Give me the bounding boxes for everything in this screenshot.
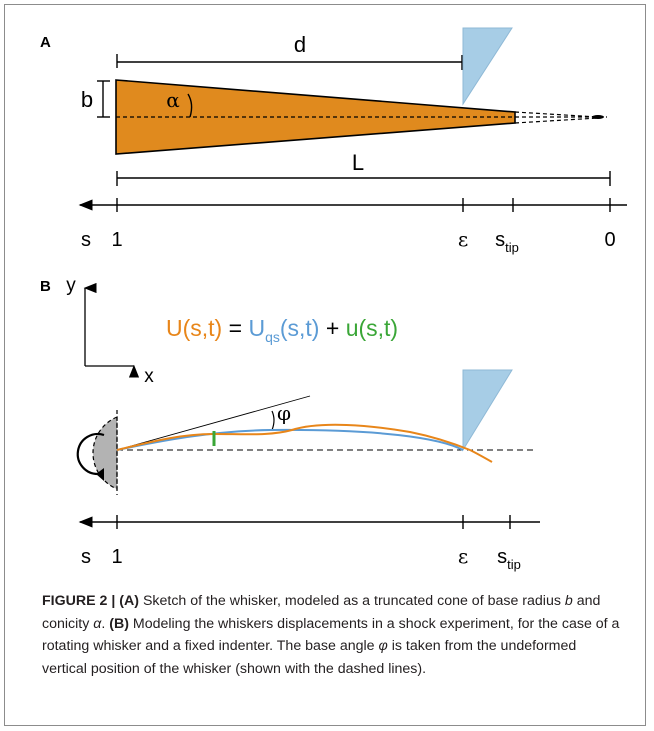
panel-b-label: B — [40, 278, 51, 295]
phi-arc — [271, 410, 275, 431]
caption-text-2: and conicity — [42, 593, 601, 632]
L-label: L — [352, 150, 364, 175]
whisker-tip-extension — [514, 111, 607, 124]
dimension-d: d — [116, 32, 463, 70]
s-axis-b: s 1 ε stip — [78, 515, 540, 572]
axis-b-stip: stip — [497, 546, 521, 572]
rotating-base — [76, 410, 118, 495]
figure-frame — [4, 4, 646, 726]
dimension-b: b — [81, 80, 110, 118]
caption-text-4: Modeling the whiskers displacements in a… — [42, 615, 620, 655]
caption-a-tag: (A) — [119, 593, 139, 609]
d-label: d — [294, 32, 306, 57]
dimension-L: L — [116, 150, 611, 186]
indenter-b — [462, 369, 513, 452]
alpha-arc — [187, 93, 193, 118]
xy-axes: y x — [66, 275, 154, 387]
s-axis-a: s 1 ε stip 0 — [78, 198, 627, 255]
quasi-static-curve — [116, 428, 464, 451]
caption-b-var: b — [564, 593, 573, 609]
axis-b-s: s — [81, 546, 91, 568]
caption-text-3: . — [101, 615, 110, 632]
axis-a-s: s — [81, 229, 91, 251]
axis-a-0: 0 — [604, 229, 615, 251]
caption-alpha-var: α — [93, 615, 102, 632]
axis-b-epsilon: ε — [458, 544, 468, 568]
axis-a-epsilon: ε — [458, 227, 468, 251]
phi-label: φ — [277, 401, 291, 425]
axis-a-stip: stip — [495, 229, 519, 255]
caption-b-tag: (B) — [109, 615, 129, 632]
tangent-line — [116, 395, 311, 451]
figure-label: FIGURE 2 | — [42, 593, 116, 609]
caption-phi-var: φ — [378, 638, 388, 654]
axis-a-1: 1 — [111, 229, 122, 251]
alpha-label: α — [166, 88, 180, 112]
figure-caption: FIGURE 2 | (A) Sketch of the whisker, mo… — [42, 590, 622, 680]
caption-text-1: Sketch of the whisker, modeled as a trun… — [139, 593, 565, 609]
figure-illustration: A d b α L s 1 ε — [40, 27, 627, 572]
y-axis-label: y — [66, 275, 76, 296]
x-axis-label: x — [144, 366, 154, 387]
indenter-a — [462, 27, 513, 106]
panel-a-label: A — [40, 34, 51, 51]
displacement-equation: U(s,t) = Uqs(s,t) + u(s,t) — [166, 315, 398, 345]
total-displacement-curve — [116, 423, 493, 463]
axis-b-1: 1 — [111, 546, 122, 568]
caption-text-5: is taken from the undeformed vertical po… — [42, 638, 577, 677]
b-label: b — [81, 87, 93, 112]
